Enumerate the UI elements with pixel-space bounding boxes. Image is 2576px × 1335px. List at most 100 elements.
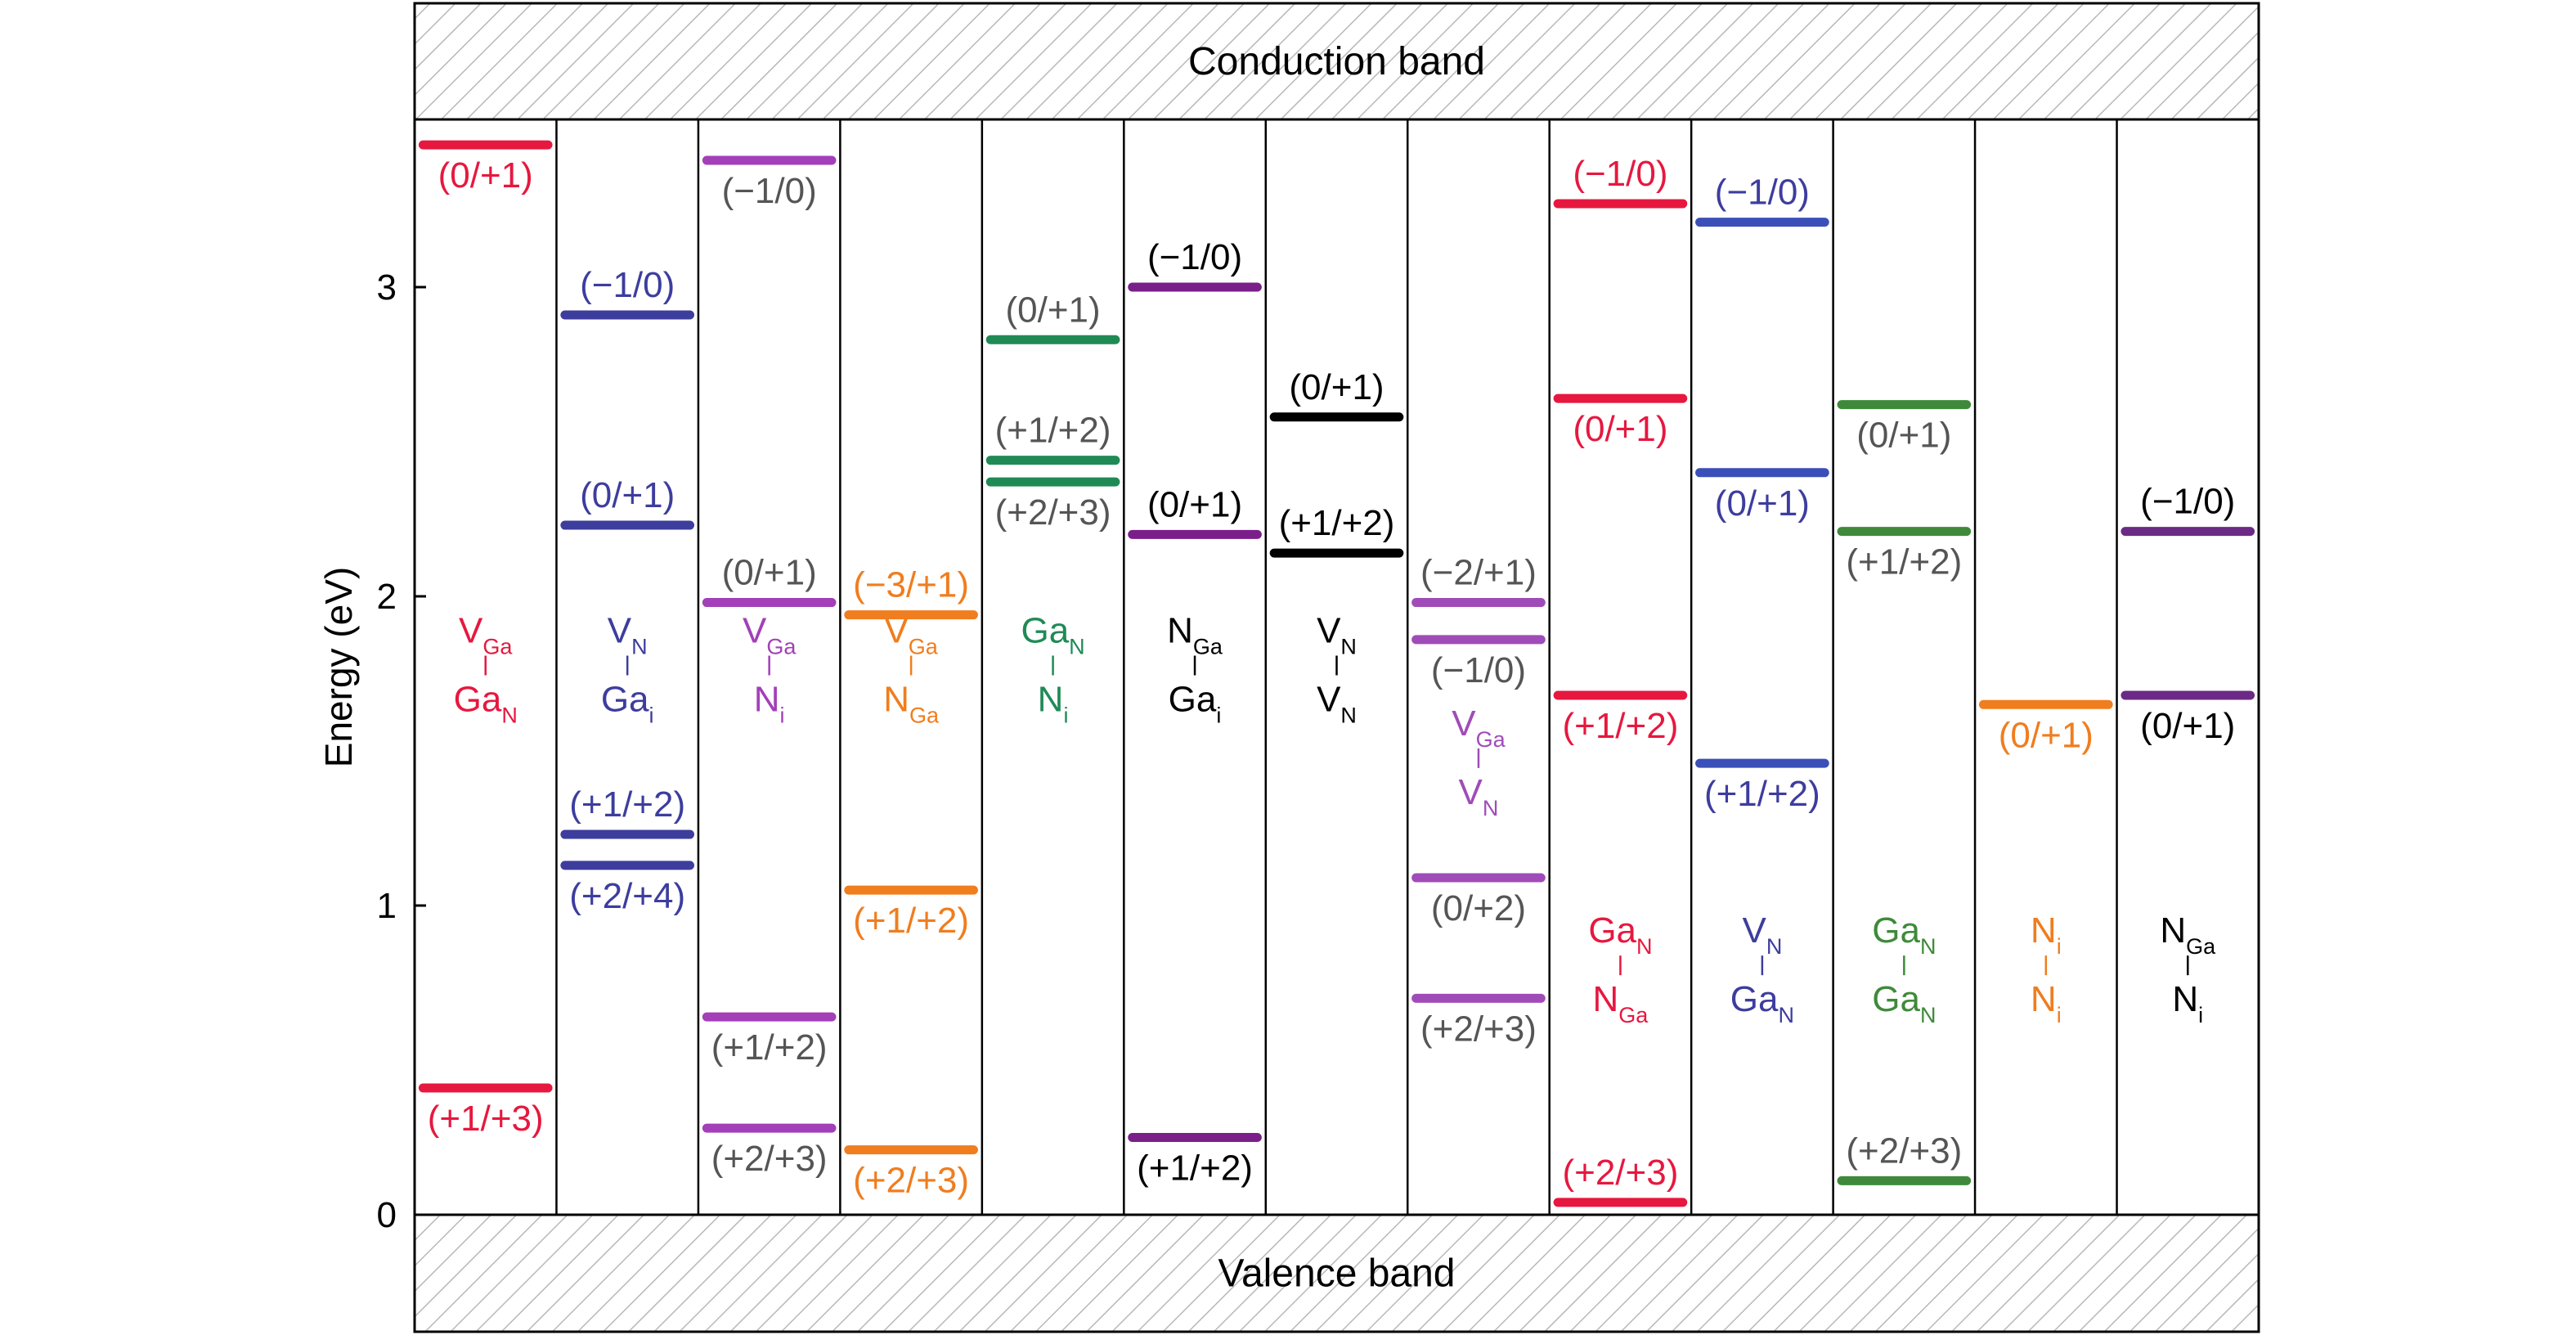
- complex-bottom-subscript: i: [780, 703, 785, 728]
- transition-level-label: (+1/+2): [1279, 503, 1395, 543]
- defect-column: (0/+1) (+1/+2) VN VN: [1269, 367, 1404, 728]
- complex-top-subscript: N: [1636, 934, 1653, 959]
- complex-top-species: VN: [1317, 611, 1357, 659]
- complex-top-species: NGa: [1167, 611, 1223, 659]
- conduction-band: [413, 2, 2260, 121]
- complex-top-subscript: Ga: [909, 635, 939, 659]
- complex-bottom-species: Gai: [601, 680, 654, 728]
- complex-top-subscript: i: [2057, 934, 2062, 959]
- transition-level-label: (+2/+3): [711, 1139, 828, 1179]
- complex-top-subscript: Ga: [1193, 635, 1223, 659]
- complex-top-subscript: N: [1069, 635, 1085, 659]
- columns-layer: (0/+1)(+1/+3)VGaGaN(−1/0)(0/+1)(+1/+2)(+…: [418, 140, 2255, 1207]
- transition-level-label: (+2/+3): [853, 1161, 969, 1201]
- complex-bottom-subscript: i: [1063, 703, 1068, 728]
- complex-top-subscript: Ga: [1476, 727, 1506, 752]
- transition-level-label: (0/+1): [1005, 290, 1100, 330]
- complex-bottom-subscript: i: [649, 703, 654, 728]
- transition-level-label: (−1/0): [1147, 237, 1242, 277]
- transition-level-label: (−1/0): [2140, 482, 2235, 522]
- transition-level-label: (+1/+2): [853, 901, 969, 941]
- y-tick-label: 2: [377, 577, 397, 617]
- transition-level-label: (+2/+3): [1420, 1009, 1537, 1049]
- complex-bottom-species: VN: [1317, 680, 1357, 728]
- complex-bottom-subscript: N: [501, 703, 518, 728]
- complex-bottom-subscript: i: [2057, 1003, 2062, 1027]
- y-tick-label: 0: [377, 1195, 397, 1235]
- transition-level-label: (0/+1): [2140, 706, 2235, 746]
- complex-top-subscript: N: [1340, 635, 1357, 659]
- transition-level-label: (0/+1): [722, 553, 817, 593]
- transition-level-label: (−1/0): [1573, 154, 1667, 194]
- transition-level-label: (+2/+3): [995, 492, 1111, 533]
- transition-level-label: (+2/+4): [569, 876, 685, 916]
- complex-top-species: VGa: [1452, 703, 1506, 752]
- complex-bottom-subscript: i: [1216, 703, 1221, 728]
- complex-top-species: Ni: [2031, 910, 2062, 959]
- complex-top-species: VGa: [459, 611, 513, 659]
- transition-level-label: (−3/+1): [853, 565, 969, 605]
- complex-bottom-species: Ni: [2172, 979, 2203, 1027]
- complex-bottom-species: Ni: [2031, 979, 2062, 1027]
- transition-level-label: (−2/+1): [1420, 553, 1537, 593]
- complex-top-subscript: Ga: [2186, 934, 2216, 959]
- complex-bottom-subscript: N: [1778, 1003, 1794, 1027]
- complex-top-species: GaN: [1872, 910, 1936, 959]
- transition-level-label: (0/+1): [1289, 367, 1384, 407]
- complex-top-species: VN: [1742, 910, 1782, 959]
- transition-level-label: (+1/+2): [1137, 1148, 1253, 1189]
- y-tick-label: 3: [377, 267, 397, 308]
- complex-top-species: VN: [608, 611, 648, 659]
- complex-bottom-subscript: i: [2198, 1003, 2203, 1027]
- complex-bottom-species: Ni: [1038, 680, 1069, 728]
- complex-bottom-subscript: Ga: [909, 703, 940, 728]
- transition-level-label: (−1/0): [722, 171, 817, 211]
- complex-bottom-species: VN: [1459, 772, 1499, 820]
- complex-top-species: NGa: [2160, 910, 2216, 959]
- transition-level-label: (0/+1): [438, 155, 533, 196]
- y-axis-title: Energy (eV): [317, 567, 360, 767]
- valence-band-label: Valence band: [1218, 1252, 1455, 1296]
- complex-top-subscript: N: [631, 635, 648, 659]
- complex-bottom-subscript: N: [1483, 796, 1499, 820]
- complex-bottom-species: NGa: [1593, 979, 1649, 1027]
- transition-level-label: (+2/+3): [1846, 1130, 1962, 1171]
- complex-top-subscript: N: [1920, 934, 1936, 959]
- transition-level-label: (0/+2): [1431, 888, 1526, 928]
- conduction-band-label: Conduction band: [1188, 40, 1485, 83]
- transition-level-label: (−1/0): [1431, 650, 1526, 690]
- transition-level-label: (+1/+2): [1846, 542, 1962, 582]
- transition-level-label: (−1/0): [580, 265, 675, 305]
- complex-bottom-subscript: N: [1340, 703, 1357, 728]
- transition-level-label: (−1/0): [1715, 173, 1810, 213]
- complex-top-subscript: N: [1766, 934, 1783, 959]
- transition-level-label: (+1/+2): [1562, 706, 1678, 746]
- transition-level-label: (0/+1): [1573, 409, 1667, 449]
- plot-frame: [413, 118, 2260, 1216]
- transition-level-label: (+1/+2): [1704, 774, 1820, 814]
- transition-level-label: (+1/+3): [428, 1099, 544, 1139]
- complex-bottom-species: NGa: [883, 680, 940, 728]
- complex-bottom-subscript: Ga: [1618, 1003, 1649, 1027]
- complex-bottom-species: GaN: [1872, 979, 1936, 1027]
- complex-top-species: GaN: [1588, 910, 1652, 959]
- transition-level-label: (+1/+2): [995, 411, 1111, 451]
- complex-bottom-species: GaN: [1730, 979, 1794, 1027]
- transition-level-label: (+1/+2): [711, 1027, 828, 1068]
- complex-top-species: GaN: [1021, 611, 1084, 659]
- complex-top-species: VGa: [743, 611, 797, 659]
- transition-level-label: (+1/+2): [569, 784, 685, 825]
- transition-level-label: (+2/+3): [1562, 1153, 1678, 1193]
